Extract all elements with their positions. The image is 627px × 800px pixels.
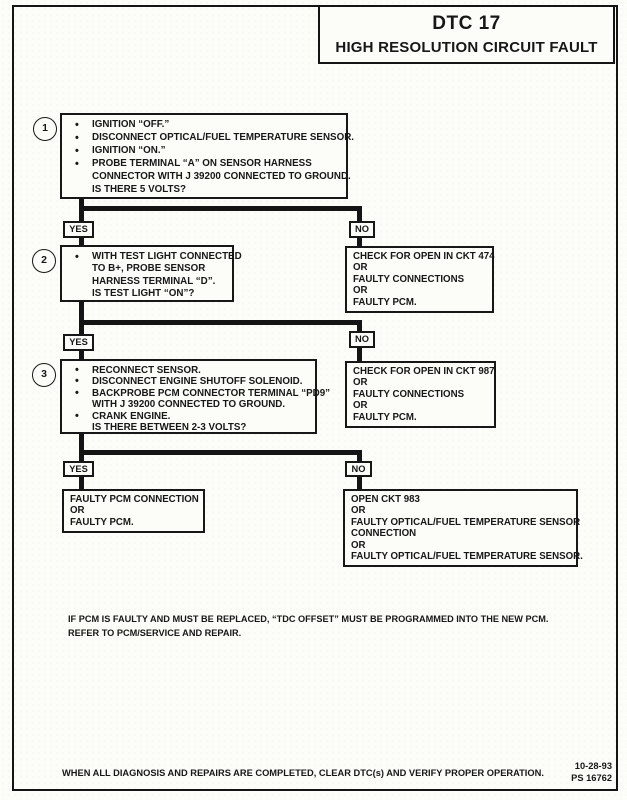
revision-date: 10-28-93 xyxy=(574,761,612,771)
connector-branch3-horizontal xyxy=(79,450,362,455)
title-box: DTC 17 HIGH RESOLUTION CIRCUIT FAULT xyxy=(318,5,615,64)
result-line: CONNECTION xyxy=(351,528,417,540)
no-label-box-2: NO xyxy=(349,331,375,348)
connector-branch2-no-down xyxy=(357,320,362,334)
result-box-no1: CHECK FOR OPEN IN CKT 474 OR FAULTY CONN… xyxy=(345,246,495,314)
checklist-item: DISCONNECT ENGINE SHUTOFF SOLENOID. xyxy=(75,376,309,388)
step-3-box: RECONNECT SENSOR. DISCONNECT ENGINE SHUT… xyxy=(60,359,330,434)
result-line: OR xyxy=(351,539,366,551)
question-line: IS THERE 5 VOLTS? xyxy=(92,183,186,195)
step-number-1: 1 xyxy=(33,117,57,141)
document-number: PS 16762 xyxy=(571,772,612,783)
step-number-2: 2 xyxy=(32,249,56,273)
checklist-item-continuation: HARNESS TERMINAL “D”. xyxy=(92,275,216,287)
result-line: FAULTY CONNECTIONS xyxy=(353,388,465,400)
no-label-box-3: NO xyxy=(345,461,372,477)
dtc-code: DTC 17 xyxy=(432,13,501,34)
result-line: CHECK FOR OPEN IN CKT 474 xyxy=(353,251,495,262)
step-number-3: 3 xyxy=(32,363,56,387)
connector-branch1-no-down xyxy=(357,206,362,224)
result-line: FAULTY PCM. xyxy=(353,411,417,423)
page-border-frame xyxy=(12,5,618,791)
result-box-no3: OPEN CKT 983 OR FAULTY OPTICAL/FUEL TEMP… xyxy=(343,489,583,568)
yes-label-box-1: YES xyxy=(63,221,94,238)
result-line: FAULTY OPTICAL/FUEL TEMPERATURE SENSOR xyxy=(351,516,581,528)
footer-note: IF PCM IS FAULTY AND MUST BE REPLACED, “… xyxy=(68,612,548,640)
bottom-instruction: WHEN ALL DIAGNOSIS AND REPAIRS ARE COMPL… xyxy=(62,768,544,778)
checklist-item: DISCONNECT OPTICAL/FUEL TEMPERATURE SENS… xyxy=(75,132,354,145)
connector-step3-down xyxy=(79,432,84,464)
step-2-box: WITH TEST LIGHT CONNECTED TO B+, PROBE S… xyxy=(60,245,242,302)
result-line: FAULTY PCM CONNECTION xyxy=(70,494,199,505)
result-line: OR xyxy=(353,285,368,297)
connector-no2-to-result xyxy=(357,346,362,363)
checklist-item-continuation: WITH J 39200 CONNECTED TO GROUND. xyxy=(92,399,286,411)
connector-no3-to-result xyxy=(357,476,362,491)
result-box-yes3: FAULTY PCM CONNECTION OR FAULTY PCM. xyxy=(62,489,205,534)
step-1-box: IGNITION “OFF.” DISCONNECT OPTICAL/FUEL … xyxy=(60,113,354,199)
result-line: FAULTY OPTICAL/FUEL TEMPERATURE SENSOR. xyxy=(351,551,583,563)
result-line: CHECK FOR OPEN IN CKT 987 xyxy=(353,366,495,377)
connector-yes3-to-result xyxy=(79,476,84,491)
checklist-item: RECONNECT SENSOR. xyxy=(75,365,309,377)
footer-note-line: REFER TO PCM/SERVICE AND REPAIR. xyxy=(68,628,242,638)
connector-no1-to-result xyxy=(357,234,362,248)
result-line: OR xyxy=(351,505,366,517)
question-line: IS TEST LIGHT “ON”? xyxy=(92,288,195,300)
checklist-item: CRANK ENGINE. xyxy=(75,411,309,423)
connector-yes1-to-step2 xyxy=(79,236,84,247)
connector-step2-down xyxy=(79,300,84,336)
result-line: OR xyxy=(353,400,368,412)
checklist-item: PROBE TERMINAL “A” ON SENSOR HARNESS xyxy=(75,158,340,171)
result-box-no2: CHECK FOR OPEN IN CKT 987 OR FAULTY CONN… xyxy=(345,361,496,429)
yes-label-box-2: YES xyxy=(63,334,94,351)
connector-yes2-to-step3 xyxy=(79,348,84,361)
result-line: FAULTY PCM. xyxy=(353,296,417,308)
result-line: FAULTY PCM. xyxy=(70,516,134,528)
result-line: OR xyxy=(70,505,85,517)
result-line: OR xyxy=(353,262,368,274)
checklist-item-continuation: TO B+, PROBE SENSOR xyxy=(92,263,206,275)
checklist-item: IGNITION “ON.” xyxy=(75,145,340,158)
no-label-box-1: NO xyxy=(349,221,375,238)
yes-label-box-3: YES xyxy=(63,461,94,477)
result-line: FAULTY CONNECTIONS xyxy=(353,273,465,285)
checklist-item: BACKPROBE PCM CONNECTOR TERMINAL “PD9” xyxy=(75,388,330,400)
result-line: OPEN CKT 983 xyxy=(351,494,420,505)
footer-note-line: IF PCM IS FAULTY AND MUST BE REPLACED, “… xyxy=(68,614,549,624)
connector-branch3-no-down xyxy=(357,450,362,464)
revision-block: 10-28-93 PS 16762 xyxy=(571,761,612,784)
question-line: IS THERE BETWEEN 2-3 VOLTS? xyxy=(92,422,247,434)
connector-branch1-horizontal xyxy=(79,206,362,211)
checklist-item: WITH TEST LIGHT CONNECTED xyxy=(75,251,242,264)
checklist-item-continuation: CONNECTOR WITH J 39200 CONNECTED TO GROU… xyxy=(92,170,351,182)
connector-branch2-horizontal xyxy=(79,320,362,325)
checklist-item: IGNITION “OFF.” xyxy=(75,119,340,132)
result-line: OR xyxy=(353,377,368,389)
page-title: HIGH RESOLUTION CIRCUIT FAULT xyxy=(335,39,598,56)
